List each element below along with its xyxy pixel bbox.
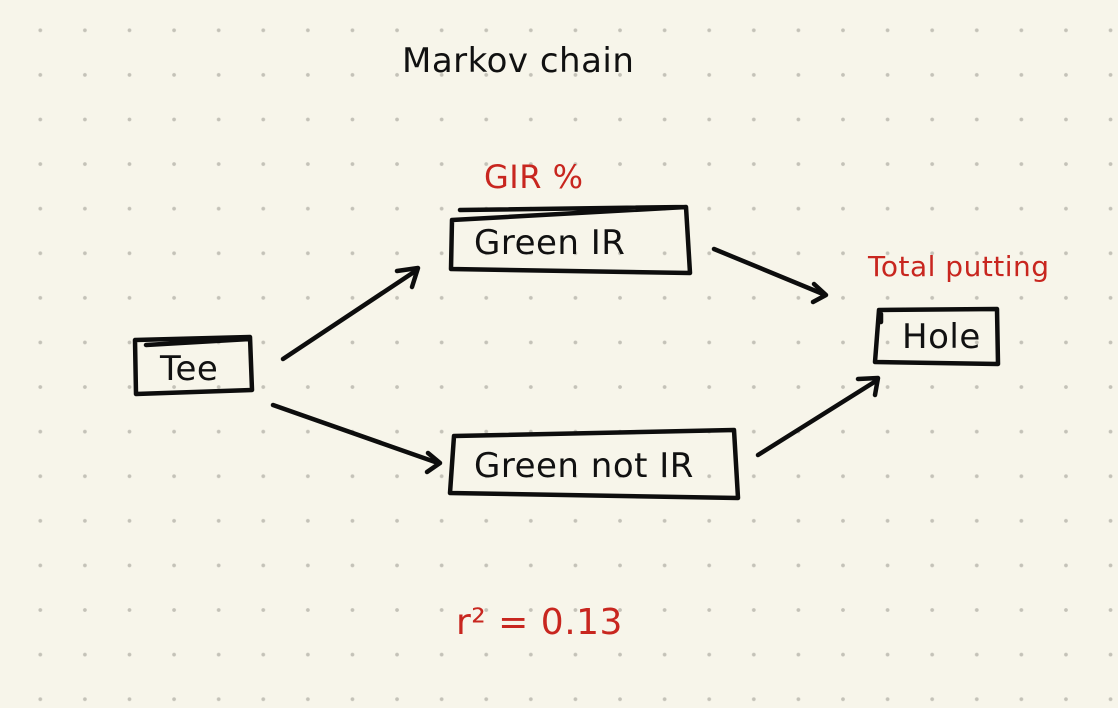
node-green-not-ir-label: Green not IR xyxy=(474,446,694,486)
node-green-ir: Green IR xyxy=(448,204,693,276)
edge-tee-to-green-not-ir-arrowhead xyxy=(424,450,443,475)
edge-tee-to-green-ir xyxy=(280,265,421,362)
total-putting-annotation: Total putting xyxy=(867,250,1050,283)
edge-green-not-ir-to-hole-line xyxy=(755,378,879,458)
node-green-ir-box xyxy=(448,204,693,276)
node-tee-label: Tee xyxy=(159,349,218,389)
edge-green-ir-to-hole-arrowhead xyxy=(810,281,829,305)
edge-tee-to-green-ir-line xyxy=(280,267,420,362)
r-squared-annotation: r² = 0.13 xyxy=(456,602,623,643)
edge-green-ir-to-hole-line xyxy=(711,246,826,297)
node-tee-box xyxy=(132,334,255,397)
edge-tee-to-green-not-ir-line xyxy=(270,402,441,466)
edge-green-not-ir-to-hole xyxy=(755,375,881,458)
edge-tee-to-green-not-ir xyxy=(270,402,443,475)
edge-green-ir-to-hole xyxy=(711,246,829,305)
node-hole: Hole xyxy=(872,306,1001,367)
node-green-not-ir: Green not IR xyxy=(447,427,741,501)
edge-tee-to-green-ir-arrowhead xyxy=(394,265,421,290)
gir-percent-annotation: GIR % xyxy=(484,158,584,196)
node-green-not-ir-box xyxy=(447,427,741,501)
edge-green-not-ir-to-hole-arrowhead xyxy=(855,375,881,398)
node-hole-box xyxy=(872,306,1001,367)
node-green-ir-label: Green IR xyxy=(474,223,625,263)
node-tee: Tee xyxy=(132,334,255,397)
node-hole-label: Hole xyxy=(902,317,981,357)
diagram-title: Markov chain xyxy=(402,41,634,81)
